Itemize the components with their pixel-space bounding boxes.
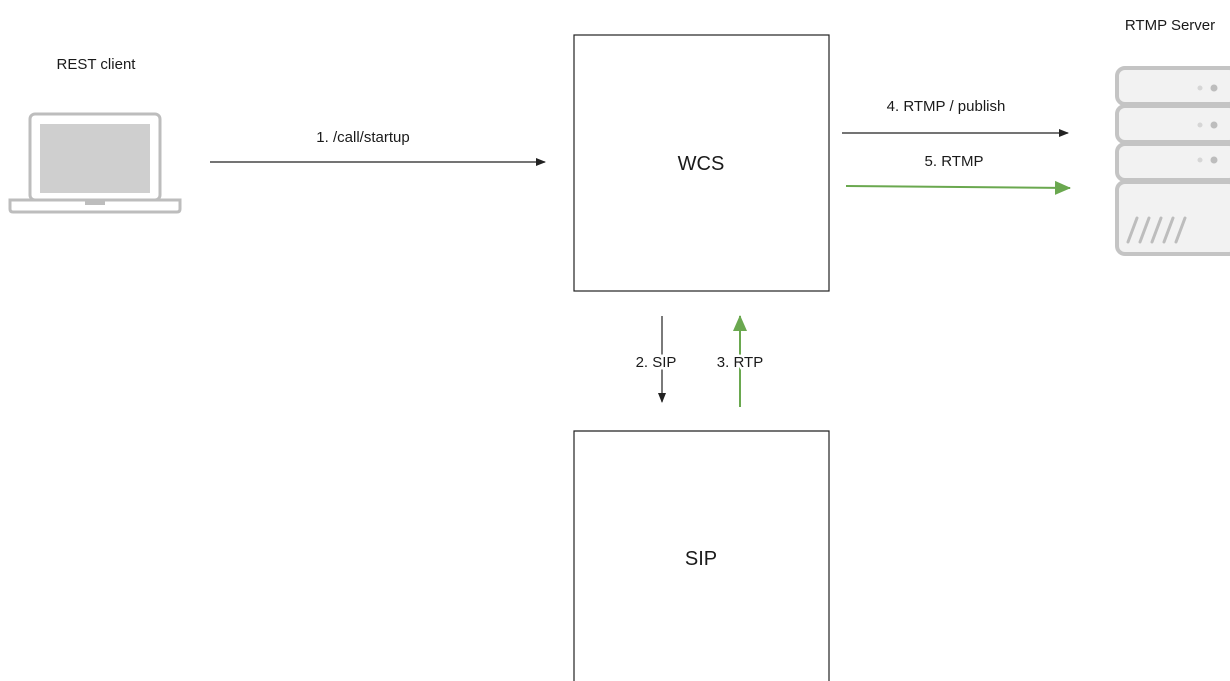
rtp-label: 3. RTP: [717, 354, 763, 371]
call-startup-label: 1. /call/startup: [316, 129, 409, 146]
rtmp-server-label: RTMP Server: [1125, 17, 1215, 34]
sip-node: [573, 430, 830, 681]
rtmp-arrow: [845, 180, 1071, 195]
laptop-icon: [8, 112, 182, 214]
rest-client-label: REST client: [57, 56, 137, 73]
server-icon: [1115, 66, 1230, 256]
wcs-node: [573, 34, 830, 292]
wcs-label: WCS: [678, 153, 725, 175]
rtmp-label: 5. RTMP: [925, 153, 984, 170]
rtmp-publish-label: 4. RTMP / publish: [887, 98, 1006, 115]
sip-node-label: SIP: [685, 548, 717, 570]
sip-edge-label: 2. SIP: [636, 354, 677, 371]
